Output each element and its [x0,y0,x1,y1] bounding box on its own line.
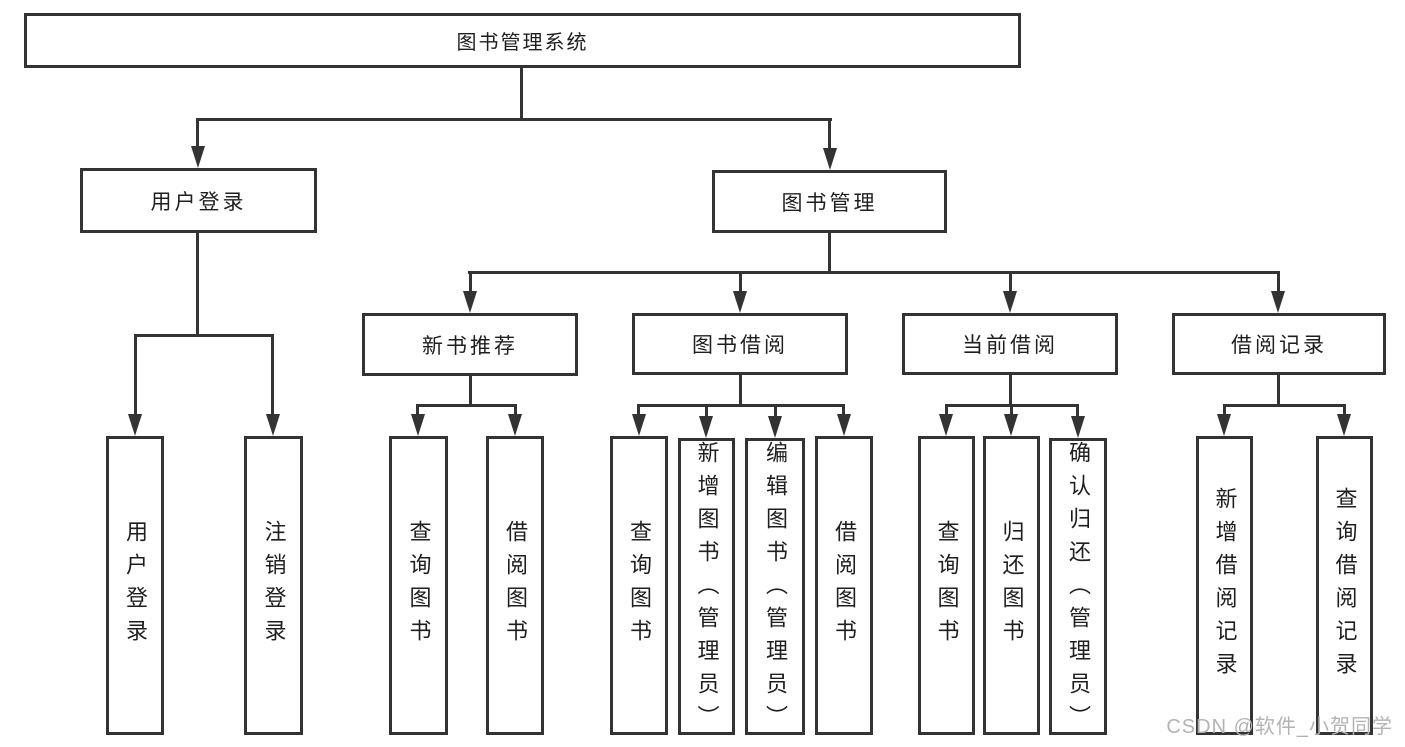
connector-drop-line [1343,404,1346,416]
connector-drop-line [1009,271,1012,293]
connector-drop-line [1076,404,1079,416]
arrow-down-icon [768,416,782,438]
connector-bookmgmt-stem [828,233,831,274]
arrow-down-icon [1004,414,1018,436]
leaf-query-borrow-record: 查询借阅记录 [1316,436,1373,735]
leaf-user-login: 用户登录 [106,436,164,735]
leaf-query-books-3: 查询图书 [918,436,975,735]
connector-root-rail [196,118,832,121]
arrow-down-icon [411,414,425,436]
leaf-edit-book-admin: 编辑图书（管理员） [745,438,805,738]
arrow-down-icon [266,414,280,436]
node-current-borrowing: 当前借阅 [902,313,1118,375]
node-library-system: 图书管理系统 [24,13,1021,68]
arrow-down-icon [632,414,646,436]
connector-drop-line [774,404,777,416]
arrow-down-icon [1003,291,1017,313]
connector-drop-line [196,118,199,150]
leaf-confirm-return-admin: 确认归还（管理员） [1049,438,1107,738]
connector-root-stem [520,68,523,120]
connector-drop-line [739,271,742,293]
arrow-down-icon [1271,291,1285,313]
arrow-down-icon [1337,414,1351,436]
connector-fan-rail [416,404,517,407]
connector-fan-stem [469,375,472,407]
csdn-watermark: CSDN @软件_小贺同学 [1166,716,1393,738]
leaf-return-books: 归还图书 [983,436,1040,735]
leaf-query-books-1: 查询图书 [389,436,448,735]
connector-userlogin-stem [196,233,199,337]
arrow-down-icon [939,414,953,436]
arrow-down-icon [463,291,477,313]
leaf-query-books-2: 查询图书 [610,436,668,735]
connector-fan-stem [1277,375,1280,407]
node-borrowing-records: 借阅记录 [1172,313,1386,375]
node-new-book-recommend: 新书推荐 [362,313,578,376]
connector-drop-line [469,271,472,293]
connector-drop-line [271,334,274,416]
connector-drop-line [514,404,517,416]
connector-bookmgmt-rail [468,271,1280,274]
leaf-add-borrow-record: 新增借阅记录 [1196,436,1253,735]
connector-userlogin-rail [134,334,274,337]
connector-drop-line [945,404,948,416]
connector-drop-line [828,118,831,152]
leaf-borrow-books-1: 借阅图书 [486,436,544,735]
connector-drop-line [1010,404,1013,416]
arrow-down-icon [823,148,837,170]
connector-drop-line [705,404,708,416]
arrow-down-icon [733,291,747,313]
arrow-down-icon [1217,414,1231,436]
arrow-down-icon [191,146,205,168]
node-book-borrowing: 图书借阅 [632,313,848,375]
arrow-down-icon [1071,416,1085,438]
connector-fan-rail [637,404,845,407]
arrow-down-icon [128,414,142,436]
connector-drop-line [416,404,419,416]
connector-drop-line [1223,404,1226,416]
arrow-down-icon [508,414,522,436]
node-user-login: 用户登录 [80,168,317,233]
connector-drop-line [134,334,137,416]
connector-fan-rail [1223,404,1345,407]
connector-fan-stem [1009,375,1012,407]
connector-fan-stem [739,375,742,407]
connector-drop-line [842,404,845,416]
connector-drop-line [1277,271,1280,293]
leaf-borrow-books-2: 借阅图书 [815,436,873,735]
node-book-management: 图书管理 [712,170,947,233]
arrow-down-icon [699,416,713,438]
arrow-down-icon [837,414,851,436]
leaf-logout-login: 注销登录 [244,436,303,735]
connector-drop-line [637,404,640,416]
leaf-add-book-admin: 新增图书（管理员） [678,438,735,738]
